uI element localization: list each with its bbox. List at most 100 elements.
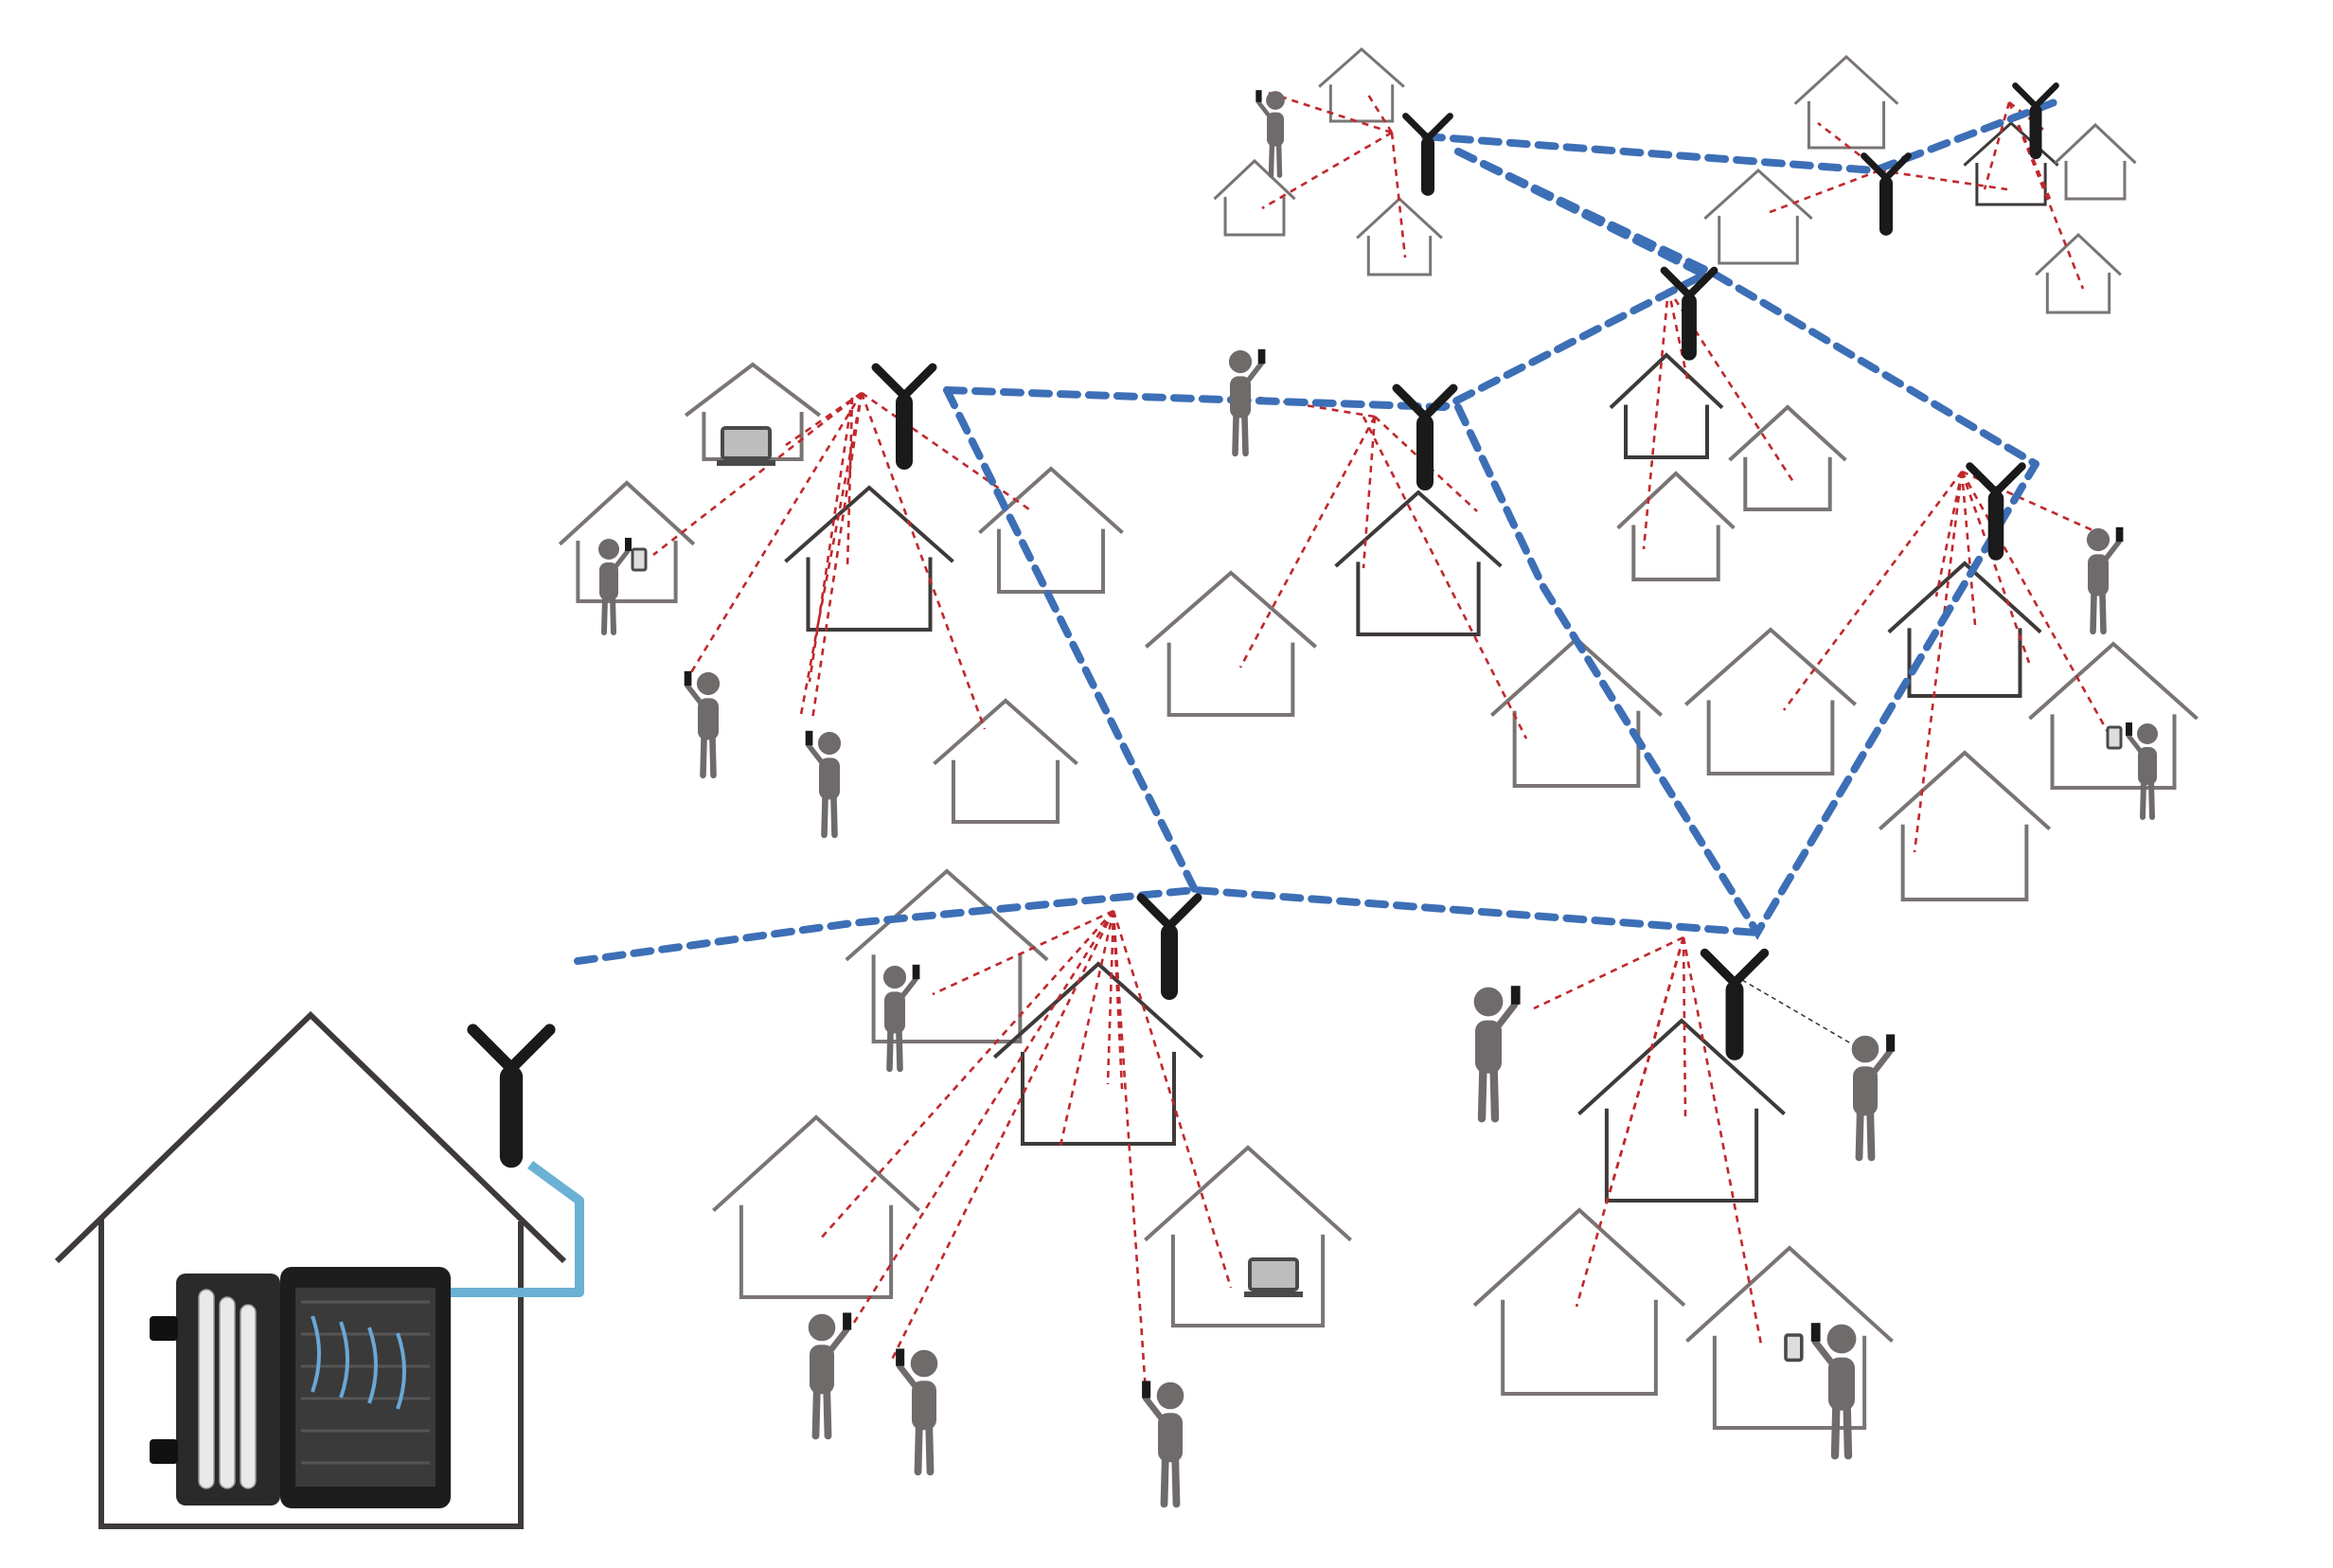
- client-wireless-link: [1983, 101, 2011, 190]
- house-icon: [712, 1114, 920, 1299]
- house-icon: [933, 698, 1078, 824]
- phone-icon: [843, 1312, 852, 1330]
- client-wireless-link: [1112, 910, 1233, 1289]
- client-wireless-link: [2007, 101, 2085, 290]
- client-wireless-link: [1362, 416, 1377, 569]
- house-icon: [2028, 641, 2199, 790]
- client-wireless-link: [1682, 936, 1687, 1118]
- phone-icon: [631, 547, 648, 572]
- house-icon: [1144, 1145, 1352, 1327]
- antenna-icon: [871, 363, 937, 470]
- mesh-backhaul-link: [1454, 403, 2039, 940]
- client-wireless-link: [1238, 416, 1377, 668]
- client-wireless-link: [1960, 471, 2031, 664]
- client-wireless-link: [1913, 471, 1964, 853]
- phone-icon: [896, 1348, 905, 1366]
- person-with-phone-icon: [806, 731, 842, 839]
- house-icon: [1489, 636, 1664, 788]
- client-wireless-link: [1106, 910, 1115, 1085]
- person-with-phone-icon: [1851, 1035, 1894, 1162]
- antenna-icon: [1392, 383, 1458, 490]
- phone-icon: [805, 730, 813, 746]
- client-wireless-link: [932, 909, 1114, 996]
- house-icon: [1683, 627, 1858, 775]
- phone-icon: [625, 538, 632, 551]
- phone-icon: [912, 964, 920, 980]
- client-wireless-link: [684, 392, 864, 683]
- house-icon: [1703, 168, 1813, 265]
- client-wireless-link: [1934, 471, 1964, 597]
- house-icon: [1887, 561, 2042, 698]
- client-wireless-link: [652, 391, 863, 557]
- house-icon: [1334, 490, 1503, 636]
- client-wireless-link: [810, 392, 864, 721]
- house-icon: [1728, 404, 1847, 511]
- house-icon: [1472, 1207, 1686, 1396]
- person-with-phone-icon: [1473, 987, 1519, 1123]
- base-station-house: [54, 1010, 584, 1529]
- client-wireless-link: [1960, 471, 2113, 739]
- mesh-backhaul-link: [943, 386, 1199, 894]
- client-wireless-link: [1268, 91, 1393, 134]
- mesh-backhaul-link: [1421, 98, 2058, 175]
- house-icon: [1963, 120, 2059, 206]
- house-icon: [845, 868, 1049, 1043]
- client-wireless-link: [1960, 471, 1977, 626]
- person-with-phone-icon: [685, 671, 721, 779]
- phone-icon: [2126, 722, 2132, 736]
- client-wireless-link: [1666, 288, 1689, 380]
- client-wireless-link: [1533, 935, 1684, 1010]
- client-wireless-link: [846, 397, 854, 569]
- person-with-phone-icon: [598, 539, 631, 635]
- antenna-icon: [1660, 266, 1719, 361]
- client-wireless-link: [1764, 169, 1880, 216]
- house-icon: [1685, 1245, 1894, 1430]
- client-wireless-link: [861, 391, 1033, 513]
- client-wireless-link: [888, 910, 1115, 1364]
- client-wireless-link: [1366, 94, 1394, 134]
- client-wireless-link: [1682, 936, 1763, 1345]
- laptop-icon: [717, 426, 775, 466]
- network-equipment-case-icon: [150, 1267, 451, 1508]
- client-wireless-link: [808, 397, 854, 683]
- person-with-phone-icon: [808, 1313, 850, 1440]
- house-icon: [1145, 570, 1317, 717]
- house-icon: [1213, 158, 1296, 237]
- phone-icon: [1256, 90, 1262, 102]
- antenna-icon: [467, 1024, 556, 1168]
- ethernet-cable: [352, 1160, 584, 1297]
- client-wireless-link: [1782, 471, 1964, 711]
- house-icon: [1318, 46, 1405, 123]
- mesh-backhaul-link: [1454, 148, 2039, 468]
- phone-icon: [1257, 348, 1266, 365]
- phone-icon: [1784, 1333, 1804, 1363]
- phone-icon: [2106, 725, 2123, 750]
- house-icon: [1577, 1018, 1786, 1203]
- antenna-icon: [1966, 462, 2026, 561]
- house-icon: [1609, 352, 1724, 459]
- client-wireless-link: [1374, 416, 1478, 512]
- client-wireless-link: [818, 910, 1114, 1241]
- antenna-icon: [1700, 948, 1770, 1060]
- client-wireless-link: [1390, 132, 1407, 258]
- house-icon: [1878, 750, 2052, 901]
- house-icon: [2035, 232, 2122, 314]
- person-with-phone-icon: [1142, 1381, 1184, 1508]
- antenna-icon: [1136, 893, 1202, 1000]
- phone-icon: [684, 670, 692, 686]
- house-icon: [558, 480, 696, 603]
- house-icon: [1616, 471, 1736, 581]
- antenna-icon: [1402, 113, 1453, 196]
- client-wireless-link: [1879, 169, 2008, 191]
- house-icon: [992, 961, 1204, 1146]
- client-wireless-link: [1642, 288, 1670, 550]
- client-wireless-link: [1362, 416, 1528, 739]
- mesh-backhaul-link: [943, 271, 1708, 412]
- person-with-phone-icon: [1228, 349, 1264, 457]
- house-icon: [784, 485, 954, 632]
- laptop-icon: [1244, 1257, 1303, 1297]
- antenna-icon: [1861, 152, 1912, 236]
- client-wireless-link: [860, 392, 987, 730]
- phone-icon: [2115, 526, 2124, 543]
